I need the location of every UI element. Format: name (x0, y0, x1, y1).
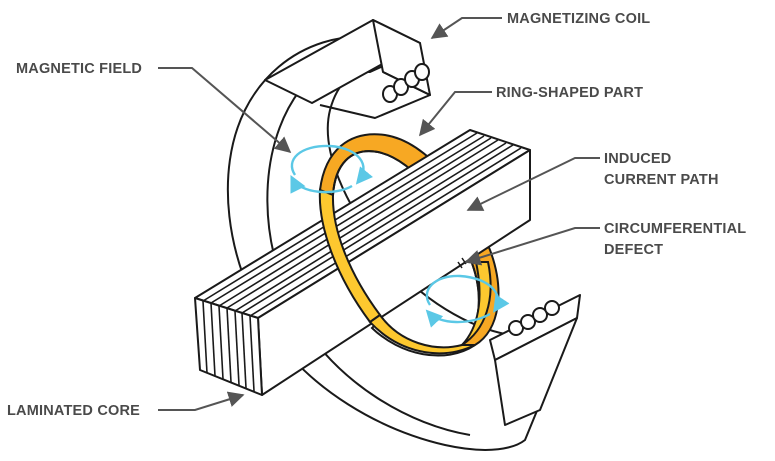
label-magnetizing-coil: MAGNETIZING COIL (507, 11, 650, 27)
label-induced-current-path-line2: CURRENT PATH (604, 172, 719, 188)
leader-laminated-core (158, 391, 245, 411)
leader-ring-shaped-part (418, 91, 492, 137)
label-laminated-core: LAMINATED CORE (7, 403, 140, 419)
leader-magnetic-field (158, 67, 292, 154)
magnetic-field-loop-bottom (425, 274, 510, 328)
magnetic-field-loop-top (290, 144, 374, 194)
leader-magnetizing-coil (430, 17, 502, 39)
coil-wire-ends-bottom (508, 300, 560, 336)
label-circumferential-defect-line2: DEFECT (604, 242, 663, 258)
leader-induced-current-path (466, 157, 600, 211)
coil-wire-ends-top (382, 63, 430, 103)
leader-lines (158, 17, 600, 411)
label-induced-current-path-line1: INDUCED (604, 151, 671, 167)
label-circumferential-defect-line1: CIRCUMFERENTIAL (604, 221, 746, 237)
label-magnetic-field: MAGNETIC FIELD (16, 61, 142, 77)
laminated-core (194, 129, 531, 396)
label-ring-shaped-part: RING-SHAPED PART (496, 85, 643, 101)
leader-circumferential-defect (464, 227, 600, 266)
